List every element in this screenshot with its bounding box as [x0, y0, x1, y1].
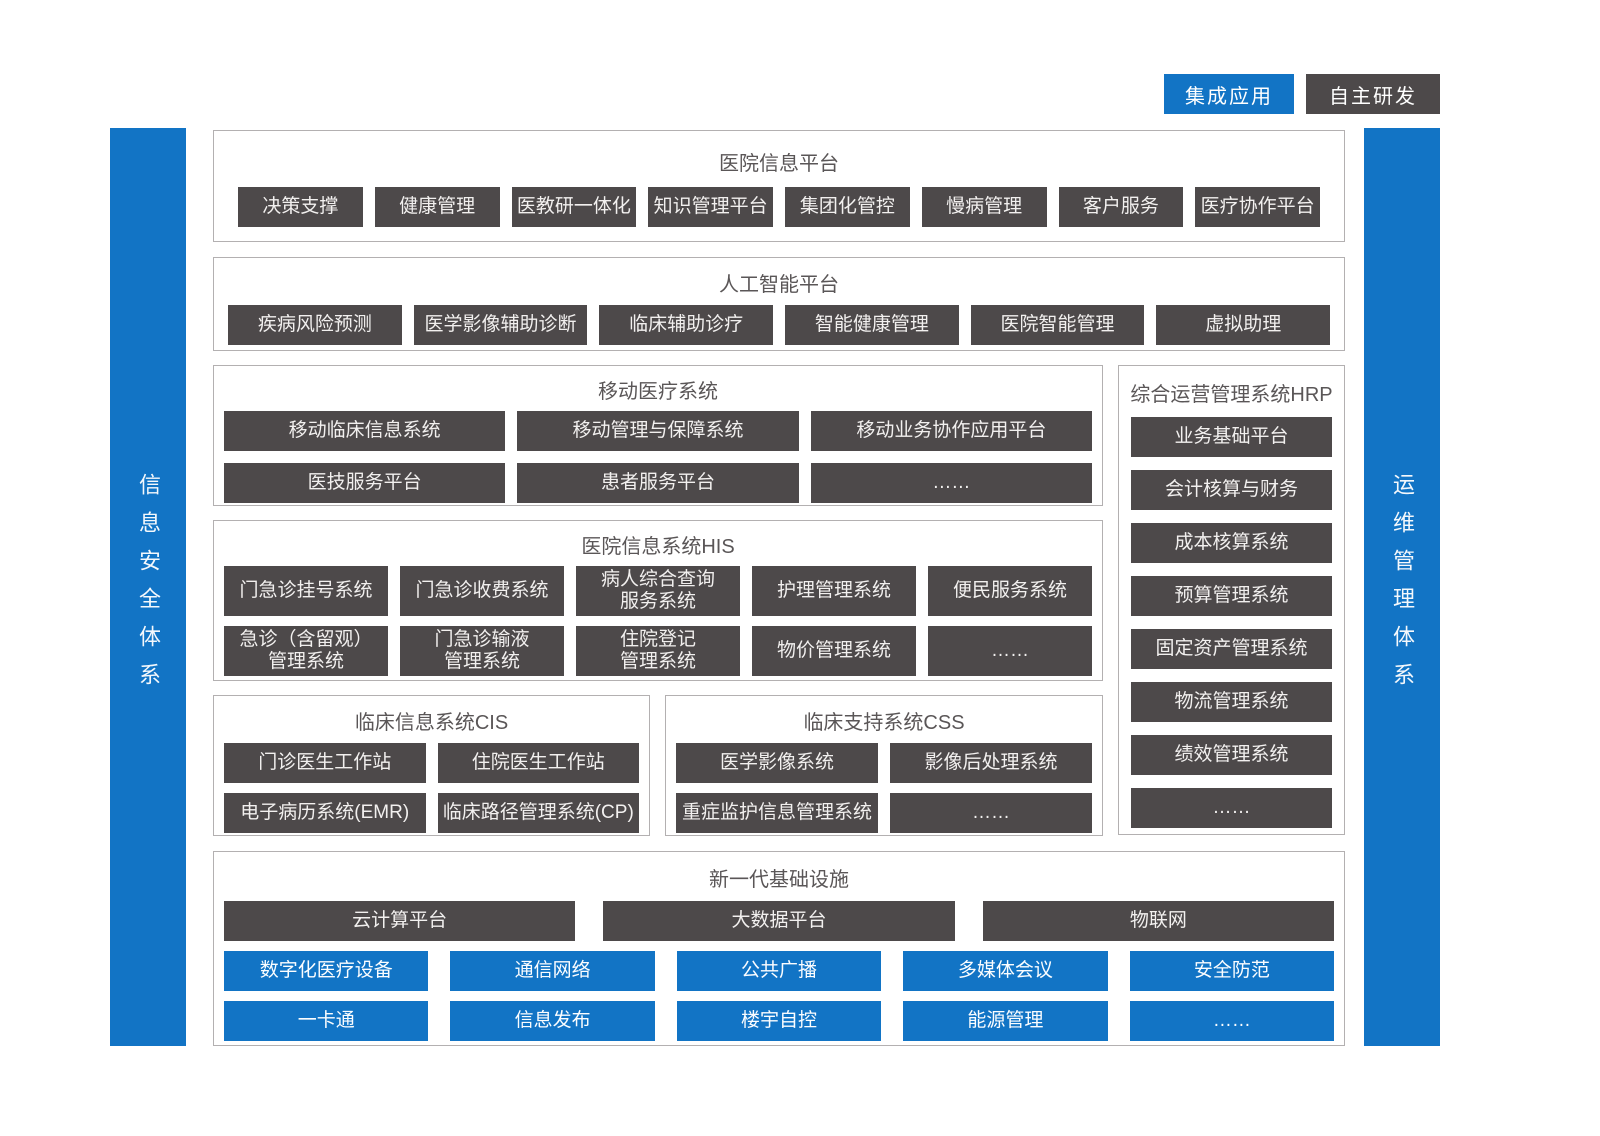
box-cloud-computing: 云计算平台	[224, 901, 576, 941]
box-accounting-finance: 会计核算与财务	[1131, 470, 1332, 510]
box-outpatient-doctor-station: 门诊医生工作站	[224, 743, 426, 783]
box-inpatient-doctor-station: 住院医生工作站	[437, 743, 639, 783]
box-fixed-assets: 固定资产管理系统	[1131, 629, 1332, 669]
box-virtual-assistant: 虚拟助理	[1156, 305, 1331, 345]
box-performance-management: 绩效管理系统	[1131, 735, 1332, 775]
box-smart-hospital-management: 医院智能管理	[970, 305, 1145, 345]
hrp-items: 业务基础平台 会计核算与财务 成本核算系统 预算管理系统 固定资产管理系统 物流…	[1119, 417, 1344, 828]
section-mobile-medical: 移动医疗系统 移动临床信息系统 移动管理与保障系统 移动业务协作应用平台 医技服…	[213, 365, 1103, 506]
section-title-his: 医院信息系统HIS	[581, 536, 735, 558]
box-patient-query-service: 病人综合查询 服务系统	[576, 566, 740, 616]
cis-row-2: 电子病历系统(EMR) 临床路径管理系统(CP)	[214, 793, 649, 833]
box-chronic-disease: 慢病管理	[921, 187, 1047, 227]
box-digital-medical-equipment: 数字化医疗设备	[224, 951, 429, 991]
box-group-control: 集团化管控	[785, 187, 910, 227]
ops-management-label: 运维管理体系	[1390, 473, 1415, 701]
box-inpatient-registration: 住院登记 管理系统	[576, 626, 740, 676]
legend-self-developed: 自主研发	[1306, 74, 1440, 114]
box-mobile-clinical-info: 移动临床信息系统	[224, 411, 506, 451]
mobile-row-1: 移动临床信息系统 移动管理与保障系统 移动业务协作应用平台	[214, 411, 1102, 451]
box-building-automation: 楼宇自控	[676, 1001, 882, 1041]
section-title-hospital-info-platform: 医院信息平台	[719, 153, 839, 175]
box-clinical-assisted-treatment: 临床辅助诊疗	[599, 305, 774, 345]
box-infusion-management: 门急诊输液 管理系统	[400, 626, 564, 676]
box-outpatient-registration: 门急诊挂号系统	[224, 566, 388, 616]
box-cost-accounting: 成本核算系统	[1131, 523, 1332, 563]
box-mobile-collab-platform: 移动业务协作应用平台	[810, 411, 1092, 451]
section-title-ai-platform: 人工智能平台	[719, 274, 839, 296]
box-emergency-observation: 急诊（含留观） 管理系统	[224, 626, 388, 676]
legend-integrated-app: 集成应用	[1164, 74, 1294, 114]
mobile-row-2: 医技服务平台 患者服务平台 ……	[214, 463, 1102, 503]
box-security-protection: 安全防范	[1129, 951, 1335, 991]
section-title-mobile-medical: 移动医疗系统	[598, 381, 718, 403]
box-icu-info-management: 重症监护信息管理系统	[676, 793, 878, 833]
box-info-publishing: 信息发布	[450, 1001, 655, 1041]
box-budget-management: 预算管理系统	[1131, 576, 1332, 616]
box-decision-support: 决策支撑	[238, 187, 363, 227]
box-nursing-management: 护理管理系统	[752, 566, 916, 616]
box-iot: 物联网	[982, 901, 1334, 941]
box-customer-service: 客户服务	[1058, 187, 1184, 227]
infra-blue-row-1: 数字化医疗设备 通信网络 公共广播 多媒体会议 安全防范	[214, 951, 1344, 991]
box-clinical-pathway: 临床路径管理系统(CP)	[437, 793, 639, 833]
box-imaging-assisted-diagnosis: 医学影像辅助诊断	[413, 305, 588, 345]
box-disease-risk-prediction: 疾病风险预测	[228, 305, 402, 345]
section-css-support: 临床支持系统CSS 医学影像系统 影像后处理系统 重症监护信息管理系统 ……	[665, 695, 1103, 836]
section-title-css-support: 临床支持系统CSS	[803, 712, 965, 734]
box-infra-ellipsis: ……	[1129, 1001, 1335, 1041]
box-communication-network: 通信网络	[450, 951, 655, 991]
box-big-data-platform: 大数据平台	[603, 901, 955, 941]
section-title-infrastructure: 新一代基础设施	[709, 869, 849, 891]
ai-row: 疾病风险预测 医学影像辅助诊断 临床辅助诊疗 智能健康管理 医院智能管理 虚拟助…	[214, 305, 1344, 345]
box-smart-health-management: 智能健康管理	[785, 305, 959, 345]
box-energy-management: 能源管理	[903, 1001, 1108, 1041]
box-outpatient-billing: 门急诊收费系统	[400, 566, 564, 616]
box-knowledge-platform: 知识管理平台	[648, 187, 773, 227]
box-medical-imaging: 医学影像系统	[676, 743, 878, 783]
info-security-side-bar: 信息安全体系	[110, 128, 186, 1046]
section-title-hrp: 综合运营管理系统HRP	[1130, 384, 1333, 406]
box-emr-system: 电子病历系统(EMR)	[224, 793, 426, 833]
box-mobile-ellipsis: ……	[810, 463, 1092, 503]
section-his: 医院信息系统HIS 门急诊挂号系统 门急诊收费系统 病人综合查询 服务系统 护理…	[213, 520, 1103, 681]
css-row-2: 重症监护信息管理系统 ……	[666, 793, 1102, 833]
box-mobile-mgmt-support: 移动管理与保障系统	[517, 411, 799, 451]
box-multimedia-conference: 多媒体会议	[903, 951, 1108, 991]
box-public-broadcast: 公共广播	[676, 951, 882, 991]
box-image-postprocessing: 影像后处理系统	[890, 743, 1092, 783]
cis-row-1: 门诊医生工作站 住院医生工作站	[214, 743, 649, 783]
box-pricing-management: 物价管理系统	[752, 626, 916, 676]
box-convenience-service: 便民服务系统	[928, 566, 1092, 616]
section-title-cis: 临床信息系统CIS	[354, 712, 509, 734]
box-one-card: 一卡通	[224, 1001, 429, 1041]
infra-blue-row-2: 一卡通 信息发布 楼宇自控 能源管理 ……	[214, 1001, 1344, 1041]
ops-management-side-bar: 运维管理体系	[1364, 128, 1440, 1046]
infra-dark-row: 云计算平台 大数据平台 物联网	[214, 901, 1344, 941]
box-css-ellipsis: ……	[890, 793, 1092, 833]
section-infrastructure: 新一代基础设施 云计算平台 大数据平台 物联网 数字化医疗设备 通信网络 公共广…	[213, 851, 1345, 1046]
section-ai-platform: 人工智能平台 疾病风险预测 医学影像辅助诊断 临床辅助诊疗 智能健康管理 医院智…	[213, 257, 1345, 351]
box-his-ellipsis: ……	[928, 626, 1092, 676]
box-medical-edu-research: 医教研一体化	[511, 187, 637, 227]
section-hospital-info-platform: 医院信息平台 决策支撑 健康管理 医教研一体化 知识管理平台 集团化管控 慢病管…	[213, 130, 1345, 242]
box-business-base-platform: 业务基础平台	[1131, 417, 1332, 457]
box-hrp-ellipsis: ……	[1131, 788, 1332, 828]
box-logistics-management: 物流管理系统	[1131, 682, 1332, 722]
css-row-1: 医学影像系统 影像后处理系统	[666, 743, 1102, 783]
info-security-label: 信息安全体系	[136, 473, 161, 701]
box-patient-service-platform: 患者服务平台	[517, 463, 799, 503]
his-row-1: 门急诊挂号系统 门急诊收费系统 病人综合查询 服务系统 护理管理系统 便民服务系…	[214, 566, 1102, 616]
box-health-management: 健康管理	[374, 187, 500, 227]
box-medical-collab-platform: 医疗协作平台	[1195, 187, 1320, 227]
section-hrp: 综合运营管理系统HRP 业务基础平台 会计核算与财务 成本核算系统 预算管理系统…	[1118, 365, 1345, 835]
platform-row: 决策支撑 健康管理 医教研一体化 知识管理平台 集团化管控 慢病管理 客户服务 …	[214, 187, 1344, 227]
box-medtech-service-platform: 医技服务平台	[224, 463, 506, 503]
section-cis: 临床信息系统CIS 门诊医生工作站 住院医生工作站 电子病历系统(EMR) 临床…	[213, 695, 650, 836]
his-row-2: 急诊（含留观） 管理系统 门急诊输液 管理系统 住院登记 管理系统 物价管理系统…	[214, 626, 1102, 676]
